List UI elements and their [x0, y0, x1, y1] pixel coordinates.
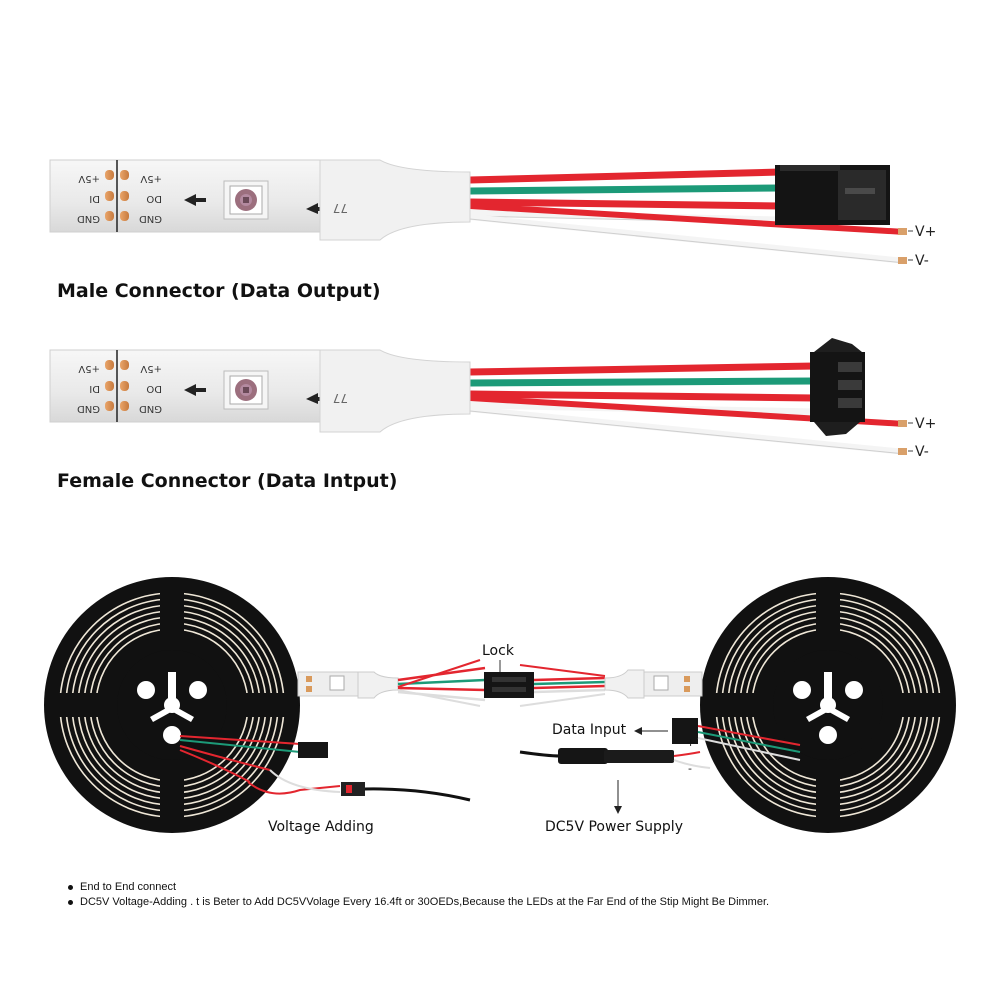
dc-jack-icon	[341, 782, 365, 796]
female-solder-pads	[105, 360, 129, 411]
notes-list: End to End connect DC5V Voltage-Adding .…	[66, 880, 769, 910]
voltage-adding-label: Voltage Adding	[268, 819, 374, 835]
plus-sign-label: +	[686, 736, 696, 749]
data-input-connector	[672, 718, 698, 744]
female-jst-connector	[810, 338, 865, 436]
data-input-label: Data Input	[552, 722, 627, 738]
female-data-arrow-icon	[184, 384, 206, 396]
end-to-end-link	[297, 659, 703, 707]
male-data-arrow-icon	[184, 194, 206, 206]
lock-label: Lock	[482, 643, 514, 659]
female-tube-mark: 77	[333, 391, 348, 405]
female-led-chip-icon	[223, 370, 269, 410]
male-tube-mark: 77	[333, 201, 348, 215]
male-pad-label-right-1: DO	[146, 193, 162, 204]
minus-sign-label: -	[688, 762, 692, 775]
male-heatshrink-tube	[319, 159, 471, 241]
male-label-vplus: V+	[915, 224, 936, 240]
male-pad-label-right-0: +5V	[140, 173, 162, 184]
male-wires	[469, 168, 907, 264]
female-pad-label-right-1: DO	[146, 383, 162, 394]
female-label-vplus: V+	[915, 416, 936, 432]
male-label-vminus: V-	[915, 253, 929, 269]
power-supply-label: DC5V Power Supply	[545, 819, 683, 835]
male-pad-label-left-0: +5V	[78, 173, 100, 184]
female-pad-label-left-1: DI	[89, 383, 100, 394]
male-pad-label-left-2: GND	[77, 213, 100, 224]
female-connector-heading: Female Connector (Data Intput)	[57, 470, 398, 492]
female-pad-label-right-2: GND	[139, 403, 162, 414]
female-tube-arrow-icon	[306, 393, 326, 404]
voltage-adding-connector	[298, 742, 328, 758]
power-supply-branch	[519, 718, 801, 814]
male-led-chip-icon	[223, 180, 269, 220]
left-led-reel	[44, 577, 300, 833]
female-label-vminus: V-	[915, 444, 929, 460]
female-pad-label-left-2: GND	[77, 403, 100, 414]
male-pad-label-left-1: DI	[89, 193, 100, 204]
male-connector-assembly: +5V DI GND +5V DO GND 77 V+ V-	[49, 159, 936, 269]
female-pad-label-left-0: +5V	[78, 363, 100, 374]
male-tube-arrow-icon	[306, 203, 326, 214]
note-item: DC5V Voltage-Adding . t is Beter to Add …	[66, 895, 769, 910]
male-solder-pads	[105, 170, 129, 221]
male-connector-heading: Male Connector (Data Output)	[57, 280, 381, 302]
male-pad-label-right-2: GND	[139, 213, 162, 224]
right-led-reel	[700, 577, 956, 833]
male-jst-connector	[775, 165, 890, 225]
female-heatshrink-tube	[319, 349, 471, 433]
note-item: End to End connect	[66, 880, 769, 895]
female-connector-assembly: +5V DI GND +5V DO GND 77 V+ V-	[49, 338, 936, 460]
female-pad-label-right-0: +5V	[140, 363, 162, 374]
power-plug-icon	[558, 748, 608, 764]
voltage-adding-branch	[179, 735, 471, 802]
